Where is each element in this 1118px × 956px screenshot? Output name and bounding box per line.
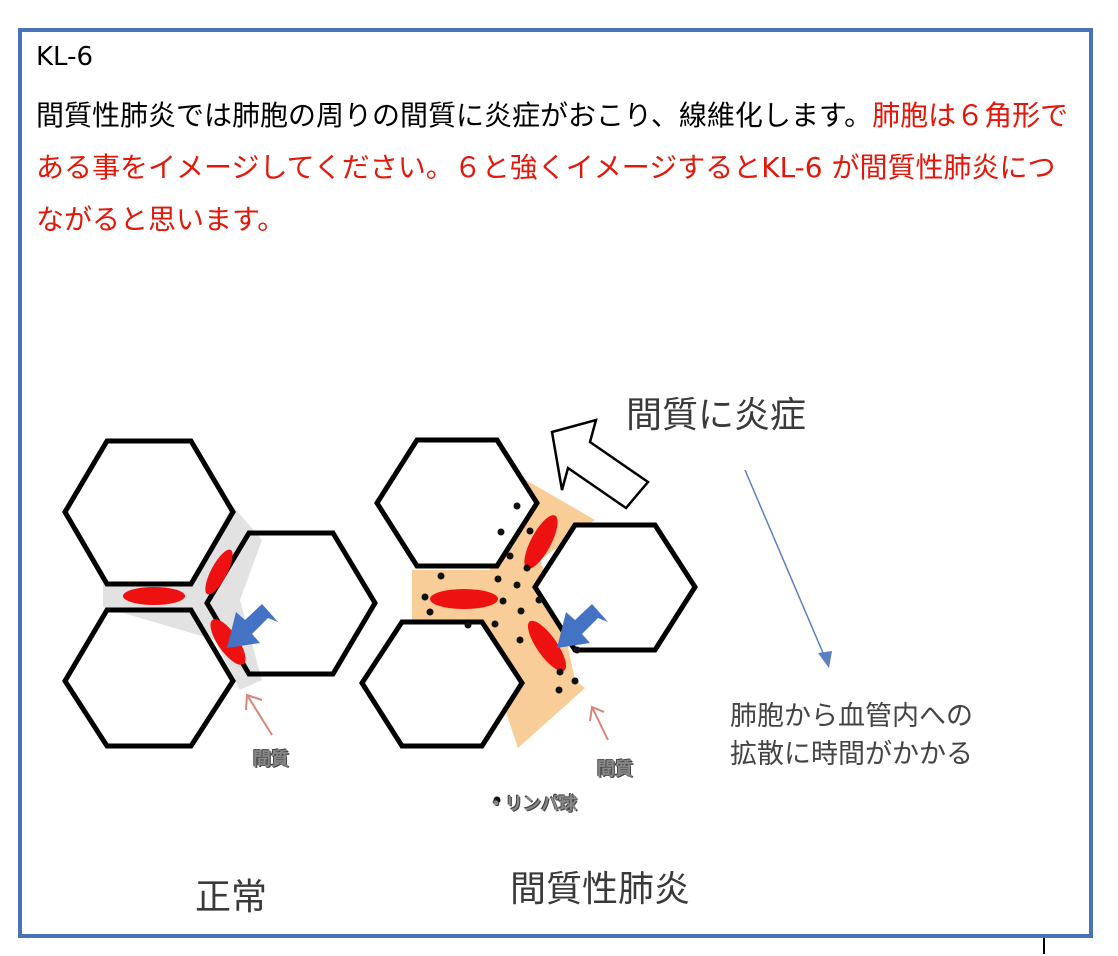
normal-capillary-upper <box>205 549 233 595</box>
paragraph-red-text: 肺胞は６角形である事をイメージしてください。６と強くイメージするとKL-6 が間… <box>36 99 1069 236</box>
disease-caption: 間質性肺炎 <box>510 869 691 910</box>
inflammation-title: 間質に炎症 <box>626 395 807 436</box>
paragraph-black-text: 間質性肺炎では肺胞の周りの間質に炎症がおこり、線維化します。 <box>36 99 873 132</box>
inflamed-alveolus-top <box>374 437 540 569</box>
hollow-arrow-icon <box>550 418 650 510</box>
inflamed-capillary-lower <box>527 620 567 672</box>
normal-alveolus-right <box>204 530 378 677</box>
lymphocyte-legend: ・リンパ球 <box>487 794 577 815</box>
normal-capillary-lower <box>210 619 246 665</box>
diffusion-arrow <box>744 469 827 661</box>
diffusion-note-line2: 拡散に時間がかかる <box>730 739 973 770</box>
pointer-arrow-icon <box>246 694 273 736</box>
normal-alveolus-top <box>62 438 236 587</box>
explanation-paragraph: 間質性肺炎では肺胞の周りの間質に炎症がおこり、線維化します。肺胞は６角形である事… <box>36 90 1076 246</box>
diffusion-note-line1: 肺胞から血管内への <box>730 701 973 732</box>
inflamed-capillary-upper <box>524 515 558 569</box>
normal-alveolus-bottom <box>62 607 236 749</box>
pointer-arrow-icon <box>591 706 609 741</box>
blue-arrow-icon <box>227 604 278 648</box>
text-cursor <box>1043 938 1045 954</box>
inflamed-capillary-horizontal <box>430 589 498 609</box>
blue-arrow-icon <box>557 604 608 648</box>
inflamed-alveolus-bottom <box>359 619 525 749</box>
normal-capillary-horizontal <box>123 587 185 605</box>
normal-caption: 正常 <box>195 877 268 918</box>
content-frame <box>18 28 1093 938</box>
interstitium-label-left: 間質 <box>253 749 289 770</box>
interstitium-label-right: 間質 <box>597 759 633 780</box>
page-heading: KL-6 <box>36 42 94 72</box>
